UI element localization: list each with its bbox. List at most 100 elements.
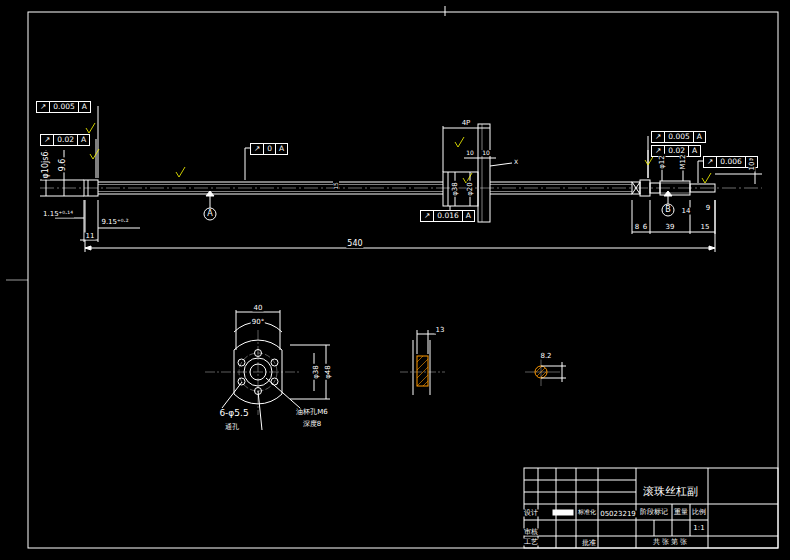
dimension-text: 8.2 xyxy=(539,353,552,360)
drawing-line xyxy=(538,468,539,548)
drawing-line xyxy=(525,372,560,373)
drawing-line xyxy=(239,353,277,391)
drawing-line xyxy=(86,123,95,133)
drawing-line xyxy=(632,182,640,194)
drawing-line xyxy=(98,106,99,178)
drawing-line xyxy=(98,194,443,195)
dimension-text: 4P xyxy=(461,120,472,127)
dimension-text: 8 xyxy=(634,224,640,231)
drawing-line xyxy=(443,172,478,206)
drawing-line xyxy=(98,228,140,229)
drawing-line xyxy=(650,200,651,234)
tolerance-symbol: ↗ xyxy=(652,132,665,142)
drawing-line xyxy=(84,180,98,196)
dimension-text: 油杯孔M6 xyxy=(295,409,329,416)
dimension-text: B xyxy=(664,206,672,214)
drawing-line xyxy=(88,180,89,196)
tolerance-symbol: ↗ xyxy=(704,157,717,167)
tolerance-frame: ↗0.005A xyxy=(36,101,91,113)
drawing-line xyxy=(715,200,716,234)
drawing-line xyxy=(482,124,483,222)
drawing-line xyxy=(85,248,715,249)
dimension-text: 9.6 xyxy=(59,158,67,173)
drawing-line xyxy=(90,149,99,159)
drawing-line xyxy=(238,378,245,385)
drawing-line xyxy=(98,200,99,242)
dimension-text: M12 xyxy=(680,154,687,171)
tolerance-value: 0.02 xyxy=(54,135,78,145)
tolerance-value: A xyxy=(694,132,705,142)
tolerance-value: 0.005 xyxy=(665,132,693,142)
tolerance-symbol: ↗ xyxy=(251,144,264,154)
drawing-line xyxy=(524,504,778,505)
title-block-text: 阶段标记 xyxy=(639,509,669,516)
drawing-line xyxy=(245,148,246,180)
drawing-line xyxy=(85,246,715,250)
title-block-text: 工艺 xyxy=(523,539,539,546)
drawing-line xyxy=(702,173,711,183)
dimension-text: 15 xyxy=(333,181,339,191)
dimension-text: 1.15⁺⁰·¹⁴ xyxy=(42,211,74,218)
drawing-line xyxy=(524,520,636,521)
title-block-text: 设计 xyxy=(523,510,539,517)
title-block-text: 批准 xyxy=(581,540,597,547)
drawing-line xyxy=(708,468,709,548)
drawing-line xyxy=(417,334,436,335)
dimension-text: 9.15⁺⁰·² xyxy=(100,219,129,226)
drawing-line xyxy=(660,193,690,194)
drawing-line xyxy=(690,200,691,234)
title-block-text: 比例 xyxy=(691,509,707,516)
dimension-text: X xyxy=(513,159,519,165)
dimension-text: 深度8 xyxy=(302,421,322,428)
drawing-line xyxy=(536,367,546,377)
drawing-line xyxy=(28,12,778,548)
dimension-text: 6 xyxy=(642,224,648,231)
tolerance-value: 0 xyxy=(264,144,276,154)
drawing-line xyxy=(715,200,716,252)
drawing-line xyxy=(40,180,84,181)
drawing-line xyxy=(400,330,445,395)
dimension-text: 10 xyxy=(749,161,756,172)
drawing-line xyxy=(236,312,280,313)
tolerance-frame: ↗0.005A xyxy=(651,131,706,143)
dimension-text: 9 xyxy=(705,205,711,212)
drawing-line xyxy=(417,356,428,386)
drawing-line xyxy=(535,366,547,378)
drawing-line xyxy=(698,161,699,183)
dimension-text: 90° xyxy=(251,319,265,326)
drawing-line xyxy=(478,124,490,222)
dimension-text: 15 xyxy=(700,224,711,231)
drawing-line xyxy=(258,330,259,415)
title-block-text: 1:1 xyxy=(692,525,705,532)
drawing-line xyxy=(668,196,669,204)
title-block-text: 审核 xyxy=(523,529,539,536)
dimension-text: 10 xyxy=(481,150,491,156)
drawing-line xyxy=(576,468,577,548)
drawing-line xyxy=(525,358,566,386)
drawing-line xyxy=(636,468,637,548)
drawing-line xyxy=(464,158,496,159)
drawing-line xyxy=(660,181,690,195)
dimension-text: 39 xyxy=(665,224,676,231)
tolerance-frame: ↗0A xyxy=(250,143,288,155)
drawing-line xyxy=(413,340,414,395)
dimension-text: φ20 xyxy=(467,181,474,197)
dimension-text: 11 xyxy=(85,233,96,240)
drawing-line xyxy=(86,123,711,183)
drawing-line xyxy=(205,310,330,430)
drawing-line xyxy=(490,184,632,185)
title-block-text: 滚珠丝杠副 xyxy=(642,486,699,497)
drawing-line xyxy=(222,382,242,408)
drawing-line xyxy=(654,520,655,536)
drawing-line xyxy=(96,139,97,178)
drawing-line xyxy=(290,399,330,400)
dimension-text: φ10js6 xyxy=(42,151,50,180)
drawing-line xyxy=(556,468,557,548)
title-block-text: 05023219 xyxy=(599,511,637,518)
drawing-line xyxy=(524,468,778,548)
drawing-line xyxy=(650,183,660,193)
title-block-text: 共 张 第 张 xyxy=(652,539,689,546)
tolerance-value: 0.005 xyxy=(50,102,78,112)
drawing-line xyxy=(445,6,446,16)
